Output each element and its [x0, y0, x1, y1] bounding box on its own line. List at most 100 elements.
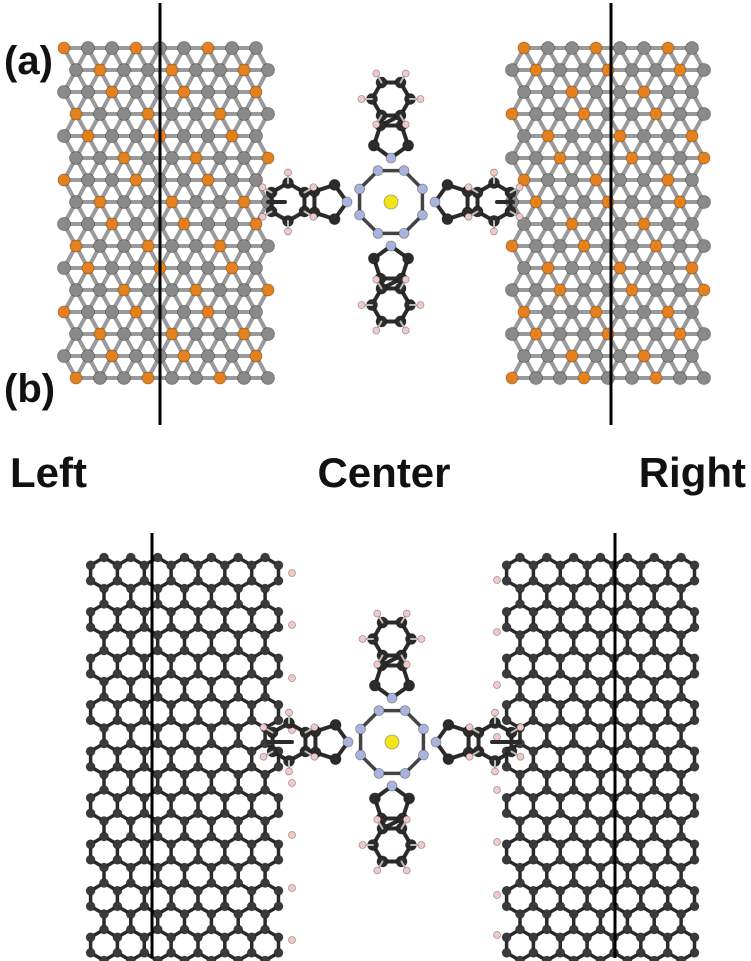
carbon-atom: [402, 252, 415, 265]
nitrogen-atom: [385, 240, 397, 252]
metal-atom: [93, 283, 107, 297]
metal-atom: [105, 305, 119, 319]
carbon-atom: [403, 679, 416, 692]
carbon-atom: [125, 909, 136, 919]
hydrogen-atom: [373, 609, 382, 618]
carbon-atom: [112, 606, 123, 617]
metal-atom: [57, 129, 71, 143]
hydrogen-atom: [288, 569, 296, 577]
carbon-atom: [166, 854, 177, 865]
metal-atom: [601, 283, 615, 297]
hydrogen-atom: [372, 69, 381, 78]
carbon-atom: [662, 932, 673, 943]
carbon-atom: [193, 792, 203, 803]
carbon-atom: [635, 885, 646, 896]
metal-atom: [189, 327, 203, 341]
metal-atom: [601, 151, 615, 165]
metal-atom: [165, 283, 179, 297]
metal-atom: [565, 261, 579, 275]
carbon-atom: [501, 622, 512, 633]
carbon-atom: [152, 785, 163, 795]
metal-atom: [649, 195, 663, 209]
carbon-atom: [273, 808, 284, 819]
carbon-atom: [246, 792, 257, 803]
hydrogen-atom: [372, 275, 381, 284]
metal-atom: [685, 305, 699, 319]
carbon-atom: [676, 862, 686, 873]
carbon-atom: [166, 901, 177, 912]
carbon-atom: [676, 583, 686, 594]
carbon-atom: [662, 746, 673, 757]
carbon-atom: [662, 854, 673, 865]
sulfur-atom: [93, 63, 107, 77]
carbon-atom: [555, 606, 566, 617]
carbon-atom: [233, 630, 244, 640]
hydrogen-atom: [515, 212, 524, 221]
carbon-atom: [662, 792, 673, 803]
metal-atom: [577, 63, 591, 77]
carbon-atom: [193, 885, 203, 896]
metal-atom: [249, 305, 263, 319]
carbon-atom: [515, 583, 525, 594]
hydrogen-atom: [373, 815, 382, 824]
carbon-atom: [689, 575, 700, 586]
carbon-atom: [595, 676, 606, 687]
metal-atom: [105, 173, 119, 187]
hydrogen-atom: [490, 168, 498, 177]
carbon-atom: [676, 831, 686, 842]
metal-atom: [189, 239, 203, 253]
sulfur-atom: [649, 371, 663, 385]
carbon-atom: [99, 552, 109, 563]
carbon-atom: [246, 668, 257, 679]
sulfur-atom: [81, 261, 95, 275]
metal-atom: [553, 63, 567, 77]
sulfur-atom: [225, 129, 239, 143]
nitrogen-atom: [418, 749, 429, 761]
hydrogen-atom: [373, 866, 382, 875]
metal-atom: [177, 173, 191, 187]
carbon-atom: [441, 213, 454, 226]
carbon-atom: [541, 583, 552, 594]
carbon-atom: [139, 715, 150, 726]
sulfur-atom: [529, 327, 543, 341]
carbon-atom: [528, 560, 539, 571]
metal-atom: [625, 107, 639, 121]
carbon-atom: [555, 653, 566, 664]
carbon-atom: [179, 924, 190, 935]
sulfur-atom: [237, 63, 251, 77]
carbon-atom: [219, 854, 230, 865]
metal-atom: [249, 261, 263, 275]
carbon-atom: [273, 575, 284, 586]
metal-atom: [697, 371, 711, 385]
carbon-atom: [125, 785, 136, 795]
carbon-atom: [649, 599, 660, 609]
carbon-atom: [193, 947, 203, 958]
metal-atom: [613, 41, 627, 55]
carbon-atom: [622, 831, 633, 842]
metal-atom: [541, 349, 555, 363]
carbon-atom: [246, 746, 257, 757]
carbon-atom: [622, 909, 633, 919]
carbon-atom: [85, 560, 96, 571]
carbon-atom: [219, 808, 230, 819]
sulfur-atom: [105, 349, 119, 363]
carbon-atom: [273, 560, 284, 571]
carbon-atom: [676, 769, 686, 780]
carbon-atom: [233, 878, 244, 888]
carbon-atom: [676, 599, 686, 609]
metal-atom: [553, 107, 567, 121]
metal-atom: [201, 85, 215, 99]
carbon-atom: [139, 854, 150, 865]
sulfur-atom: [57, 41, 71, 55]
carbon-atom: [328, 213, 341, 226]
carbon-atom: [622, 785, 633, 795]
metal-atom: [213, 151, 227, 165]
carbon-atom: [260, 862, 271, 873]
carbon-atom: [662, 715, 673, 726]
carbon-atom: [179, 816, 190, 826]
carbon-atom: [528, 792, 539, 803]
sulfur-atom: [129, 41, 143, 55]
metal-atom: [529, 283, 543, 297]
carbon-atom: [112, 575, 123, 586]
sulfur-atom: [505, 371, 519, 385]
